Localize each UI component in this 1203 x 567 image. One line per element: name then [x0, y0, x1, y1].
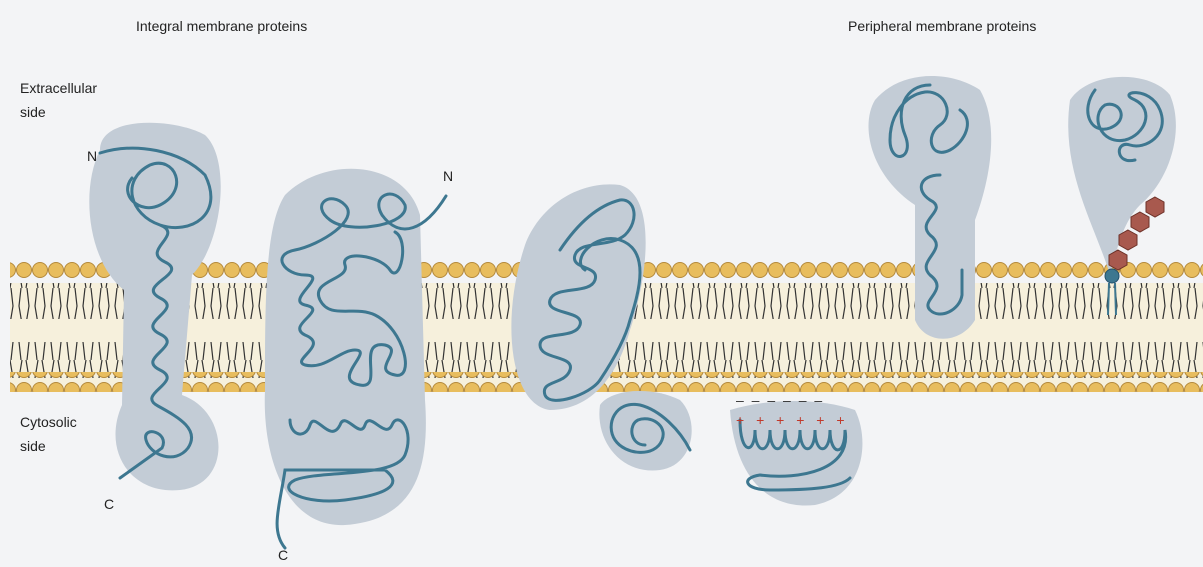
cytosolic-protein-small: [599, 391, 691, 471]
anchor-head: [1105, 269, 1119, 283]
c-terminus-label-1: C: [104, 496, 114, 512]
n-terminus-label-1: N: [87, 148, 97, 164]
extracellular-line-2: side: [20, 100, 97, 124]
cytosolic-line-1: Cytosolic: [20, 410, 77, 434]
peripheral-proteins-heading: Peripheral membrane proteins: [848, 18, 1036, 34]
sugar-unit-2: [1131, 212, 1149, 232]
cytosolic-line-2: side: [20, 434, 77, 458]
integral-proteins-heading: Integral membrane proteins: [136, 18, 307, 34]
sugar-unit-1: [1146, 197, 1164, 217]
c-terminus-label-2: C: [278, 547, 288, 563]
negative-charges: – – – – – –: [736, 392, 824, 408]
extracellular-side-label: Extracellular side: [20, 76, 97, 124]
sugar-unit-4: [1109, 250, 1127, 270]
sugar-unit-3: [1119, 230, 1137, 250]
integral-protein-2: [265, 169, 446, 548]
cytosolic-side-label: Cytosolic side: [20, 410, 77, 458]
n-terminus-label-2: N: [443, 168, 453, 184]
extracellular-line-1: Extracellular: [20, 76, 97, 100]
positive-charges: + + + + + +: [736, 412, 849, 428]
